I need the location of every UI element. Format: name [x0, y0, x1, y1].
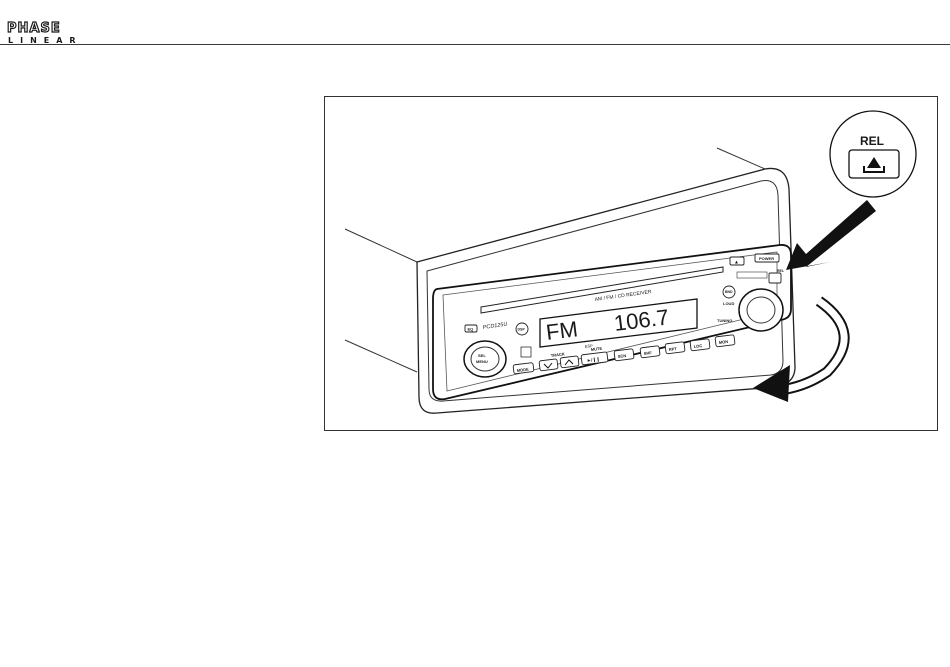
radio-illustration: AM / FM / CD RECEIVER PCD125U FM 106.7 E…: [325, 97, 938, 431]
arrow-to-rel-icon: [786, 200, 876, 270]
phase-linear-logo: PHASE LINEAR: [7, 24, 87, 44]
page-header: PHASE LINEAR: [0, 0, 950, 46]
loc-label: LOC: [694, 343, 703, 349]
shf-label: SHF: [644, 350, 653, 356]
dash-line-back: [717, 148, 765, 169]
cd-logo-icon: [521, 347, 531, 357]
power-label: POWER: [759, 256, 774, 261]
display-band: FM: [545, 316, 580, 345]
rel-button-label: REL: [777, 269, 785, 273]
eq-label: EQ: [468, 327, 474, 332]
scn-label: SCN: [618, 353, 627, 359]
logo-line-1: PHASE: [7, 22, 61, 35]
dash-line-bottom: [345, 340, 417, 372]
header-divider: [0, 44, 950, 45]
rpt-label: RPT: [669, 346, 678, 352]
band-button-label: BND: [725, 290, 733, 294]
sel-label: SEL: [478, 353, 486, 358]
rel-button[interactable]: [769, 273, 781, 283]
tuning-knob-center: [747, 297, 775, 323]
dash-line-top: [345, 229, 417, 262]
menu-label: MENU: [476, 359, 488, 364]
eject-button-label: ▲: [734, 260, 739, 266]
dsp-label: DSP: [518, 328, 526, 332]
loud-label: LOUD: [723, 301, 734, 306]
rel-callout-label: REL: [860, 134, 884, 148]
brand-badge: [737, 272, 767, 278]
track-up-button[interactable]: [560, 356, 579, 368]
track-down-button[interactable]: [539, 359, 558, 371]
removal-figure: AM / FM / CD RECEIVER PCD125U FM 106.7 E…: [324, 96, 938, 431]
tuning-label: TUNING: [717, 318, 732, 323]
